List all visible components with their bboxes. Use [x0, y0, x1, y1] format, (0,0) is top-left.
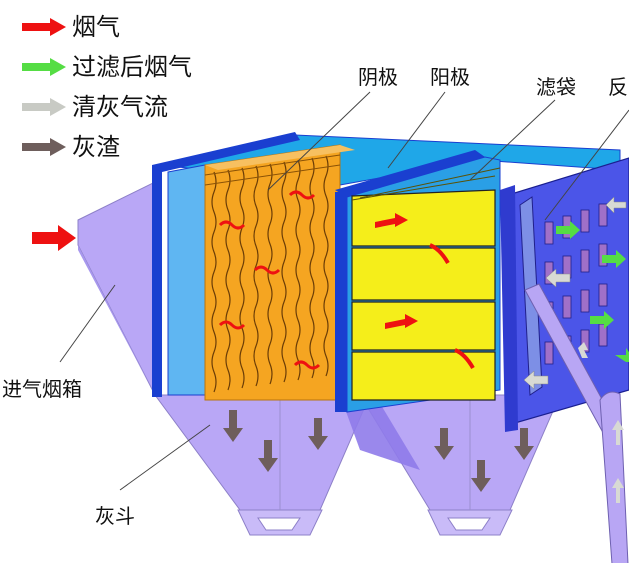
green-arrow-icon	[22, 58, 66, 76]
legend-label: 清灰气流	[72, 93, 168, 121]
label-reverse-partial: 反	[608, 75, 628, 99]
flue-gas-squiggles	[218, 190, 321, 370]
label-inlet-box: 进气烟箱	[2, 377, 82, 401]
red-arrow-icon	[22, 18, 66, 36]
inlet-flue-gas-arrow	[32, 225, 76, 251]
cathode-chamber	[204, 144, 355, 401]
plate-flow-arrows	[375, 213, 475, 370]
legend-label: 烟气	[72, 13, 120, 41]
legend-item-ash: 灰渣	[22, 132, 242, 162]
label-ash-hopper: 灰斗	[95, 504, 135, 528]
blowback-pipes	[524, 283, 629, 563]
legend-item-cleaning-air: 清灰气流	[22, 92, 242, 122]
grey-arrow-icon	[22, 98, 66, 116]
legend-item-flue-gas: 烟气	[22, 12, 242, 42]
ash-hopper-left	[154, 394, 371, 536]
legend-item-filtered-gas: 过滤后烟气	[22, 52, 242, 82]
legend-label: 过滤后烟气	[72, 53, 192, 81]
cathode-wires	[211, 155, 329, 393]
filtered-gas-arrows	[556, 221, 629, 362]
leader-lines	[59, 91, 629, 491]
bag-chamber	[500, 157, 629, 432]
legend-label: 灰渣	[72, 133, 120, 161]
label-cathode: 阴极	[358, 65, 398, 89]
brown-arrow-icon	[22, 138, 66, 156]
label-anode: 阳极	[430, 65, 470, 89]
cleaning-air-arrows	[523, 196, 627, 390]
inlet-box	[77, 181, 156, 396]
inlet-frame	[152, 132, 300, 397]
ash-arrows	[223, 410, 534, 492]
anode-plates	[351, 167, 501, 401]
hopper-middle-shade	[340, 395, 420, 470]
label-filter-bag: 滤袋	[536, 75, 576, 99]
